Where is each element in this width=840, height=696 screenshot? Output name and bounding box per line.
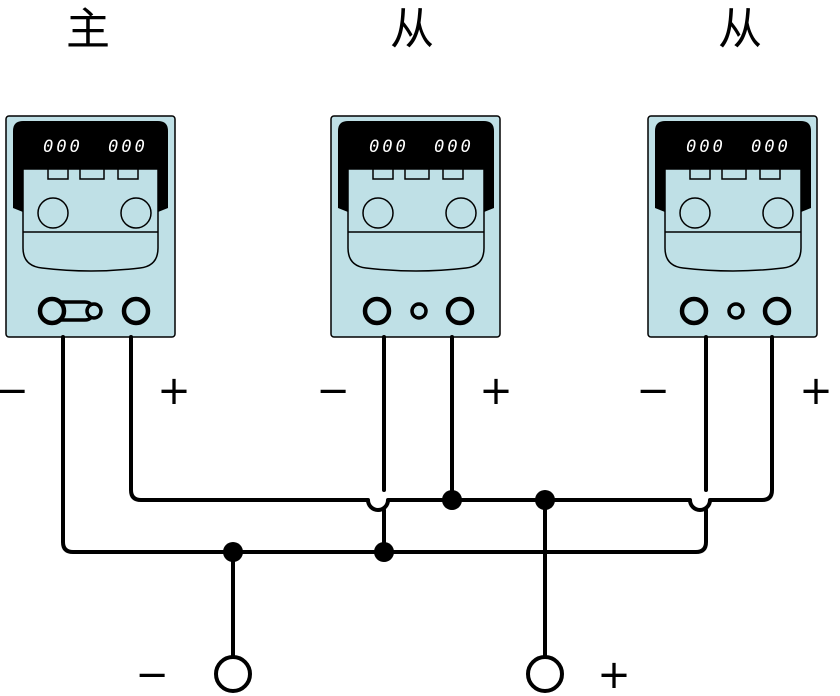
power-supply-unit-1: 000 000 — [5, 115, 176, 338]
terminal-plus[interactable] — [762, 296, 792, 326]
unit-3-title: 从 — [718, 4, 762, 55]
unit-1-minus-label: − — [0, 368, 29, 414]
terminal-ground[interactable] — [85, 302, 103, 320]
power-supply-unit-2: 000 000 — [330, 115, 501, 338]
terminal-plus[interactable] — [445, 296, 475, 326]
power-supply-unit-3: 000 000 — [647, 115, 818, 338]
terminal-minus[interactable] — [362, 296, 392, 326]
terminal-plus[interactable] — [121, 296, 151, 326]
unit-1-title: 主 — [66, 4, 110, 55]
terminal-ground[interactable] — [410, 302, 428, 320]
unit-2-plus-label: + — [479, 368, 513, 414]
knob-right[interactable] — [445, 197, 477, 229]
output-plus-label: + — [597, 652, 631, 696]
terminal-minus[interactable] — [679, 296, 709, 326]
output-minus-terminal[interactable] — [214, 655, 252, 693]
junction-dot — [223, 542, 243, 562]
unit-2-minus-label: − — [316, 368, 350, 414]
output-plus-terminal[interactable] — [526, 655, 564, 693]
junction-dot — [374, 542, 394, 562]
current-display: 000 — [434, 137, 474, 157]
wiring — [61, 335, 774, 658]
output-minus-label: − — [135, 652, 169, 696]
knob-left[interactable] — [679, 197, 711, 229]
junction-dot — [442, 490, 462, 510]
terminal-ground[interactable] — [727, 302, 745, 320]
unit-2-title: 从 — [390, 4, 434, 55]
current-display: 000 — [751, 137, 791, 157]
unit-1-plus-label: + — [157, 368, 191, 414]
unit-3-minus-label: − — [636, 368, 670, 414]
knob-right[interactable] — [762, 197, 794, 229]
current-display: 000 — [108, 137, 148, 157]
knob-right[interactable] — [120, 197, 152, 229]
junction-dot — [535, 490, 555, 510]
voltage-display: 000 — [369, 137, 409, 157]
terminal-minus[interactable] — [37, 296, 67, 326]
voltage-display: 000 — [686, 137, 726, 157]
knob-left[interactable] — [362, 197, 394, 229]
unit-3-plus-label: + — [799, 368, 833, 414]
voltage-display: 000 — [43, 137, 83, 157]
knob-left[interactable] — [37, 197, 69, 229]
